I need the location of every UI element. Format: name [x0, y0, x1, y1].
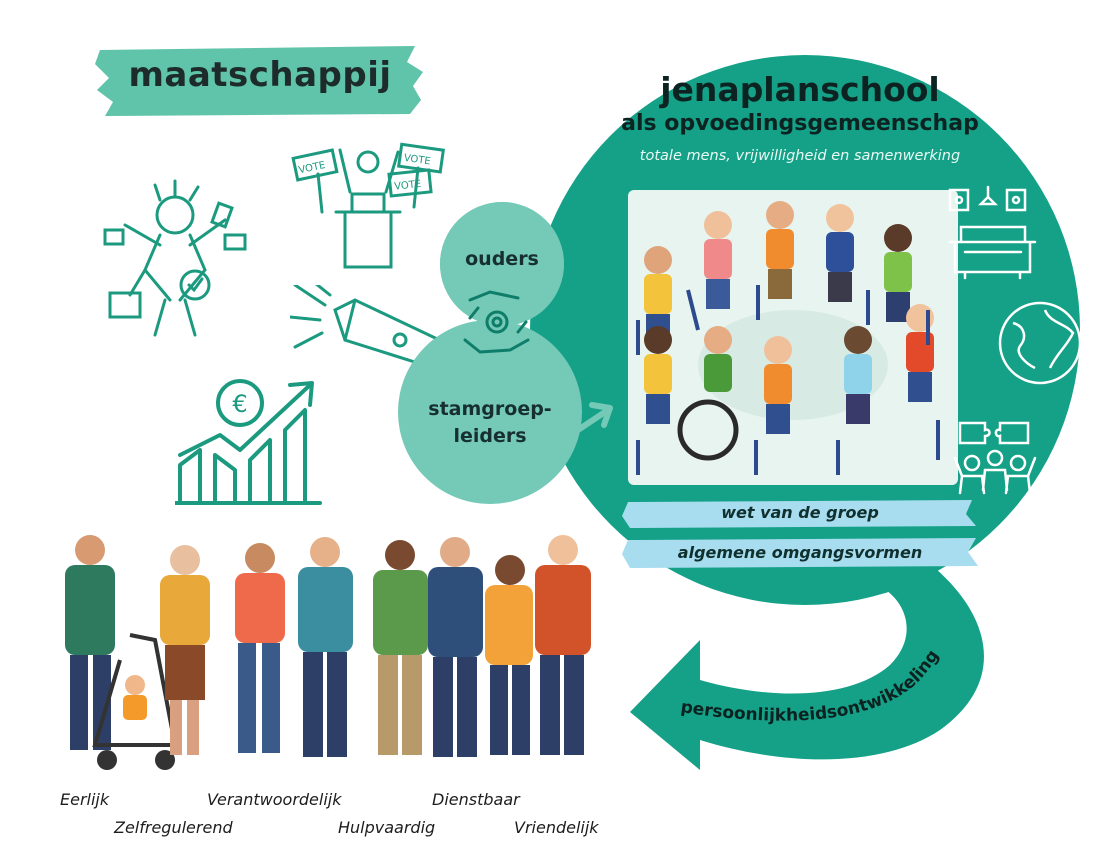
leaders-label-line1: stamgroep- — [428, 398, 552, 420]
leaders-bubble — [398, 320, 582, 504]
trait-responsible: Verantwoordelijk — [207, 790, 342, 809]
trait-honest: Eerlijk — [60, 790, 110, 809]
vote-podium-icon: VOTE VOTE VOTE — [291, 142, 446, 269]
norm-bars — [622, 500, 978, 568]
adults-illustration — [65, 535, 591, 770]
trait-self-regulating: Zelfregulerend — [114, 818, 233, 837]
trait-serving: Dienstbaar — [432, 790, 520, 809]
parents-label: ouders — [465, 248, 539, 270]
euro-symbol: € — [232, 390, 247, 418]
arrow-head-into-school — [589, 402, 613, 428]
school-title: jenaplanschool — [660, 70, 940, 109]
leaders-label-line2: leiders — [453, 425, 527, 447]
adult-figures — [65, 535, 591, 770]
busy-person-icon — [103, 179, 247, 337]
school-tagline: totale mens, vrijwilligheid en samenwerk… — [639, 148, 961, 164]
teamwork-icon — [953, 421, 1037, 495]
handshake-gear-icon — [463, 290, 530, 354]
group-law-bar — [622, 500, 976, 528]
vote-sign-3: VOTE — [394, 179, 422, 193]
society-label: maatschappij — [128, 55, 392, 95]
development-label: persoonlijkheidsontwikkeling — [679, 646, 943, 725]
euro-growth-chart-icon: € — [175, 379, 322, 505]
chairs — [636, 285, 940, 475]
vote-sign-2: VOTE — [403, 153, 431, 168]
vote-sign-1: VOTE — [298, 160, 327, 176]
manners-label: algemene omgangsvormen — [677, 543, 923, 562]
group-law-label: wet van de groep — [721, 503, 879, 522]
development-arrow — [630, 560, 984, 770]
school-subtitle: als opvoedingsgemeenschap — [621, 111, 979, 136]
manners-bar — [622, 538, 978, 568]
trait-helpful: Hulpvaardig — [338, 818, 436, 837]
living-room-icon — [948, 185, 1037, 280]
trait-friendly: Vriendelijk — [514, 818, 599, 837]
globe-icon — [998, 301, 1082, 385]
children-circle-illustration — [628, 190, 958, 485]
partner-bubbles — [398, 202, 582, 504]
society-banner — [95, 46, 423, 116]
